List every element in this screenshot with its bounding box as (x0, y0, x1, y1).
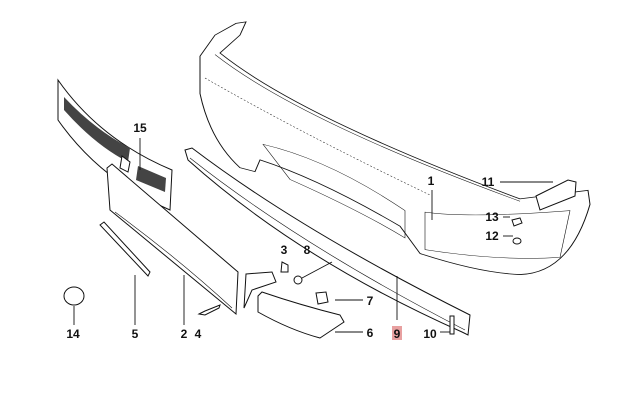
part-13-clip[interactable] (511, 217, 523, 227)
label-13[interactable]: 13 (485, 210, 499, 224)
label-1[interactable]: 1 (428, 174, 435, 188)
label-10[interactable]: 10 (423, 327, 437, 341)
label-15[interactable]: 15 (133, 121, 147, 135)
part-7-nut[interactable] (315, 291, 329, 305)
label-11[interactable]: 11 (482, 175, 495, 189)
part-3-clip[interactable] (280, 261, 289, 273)
part-6-trim[interactable] (257, 291, 345, 339)
part-8-screw[interactable] (293, 261, 333, 285)
label-7[interactable]: 7 (367, 294, 374, 308)
part-14-grommet[interactable] (63, 286, 85, 306)
part-4-screw[interactable] (197, 304, 221, 316)
part-11-bracket[interactable] (535, 179, 577, 211)
part-2-license-plate-base[interactable] (106, 155, 277, 316)
part-1-bumper-cover[interactable] (199, 21, 591, 275)
label-3[interactable]: 3 (281, 243, 288, 257)
label-12[interactable]: 12 (485, 229, 499, 243)
label-14[interactable]: 14 (66, 327, 80, 341)
part-9-spoiler-strip[interactable] (184, 147, 471, 336)
label-9[interactable]: 9 (394, 327, 401, 341)
part-15-grille-panel[interactable] (57, 78, 173, 211)
label-2[interactable]: 2 (181, 327, 188, 341)
label-4[interactable]: 4 (195, 327, 202, 341)
part-10-pin[interactable] (449, 315, 455, 335)
label-6[interactable]: 6 (367, 326, 374, 340)
part-5-strip[interactable] (99, 221, 151, 277)
leader-lines (73, 138, 553, 333)
label-8[interactable]: 8 (304, 243, 311, 257)
part-12-nut[interactable] (512, 237, 522, 245)
label-9-highlight (392, 326, 402, 340)
label-5[interactable]: 5 (132, 327, 139, 341)
